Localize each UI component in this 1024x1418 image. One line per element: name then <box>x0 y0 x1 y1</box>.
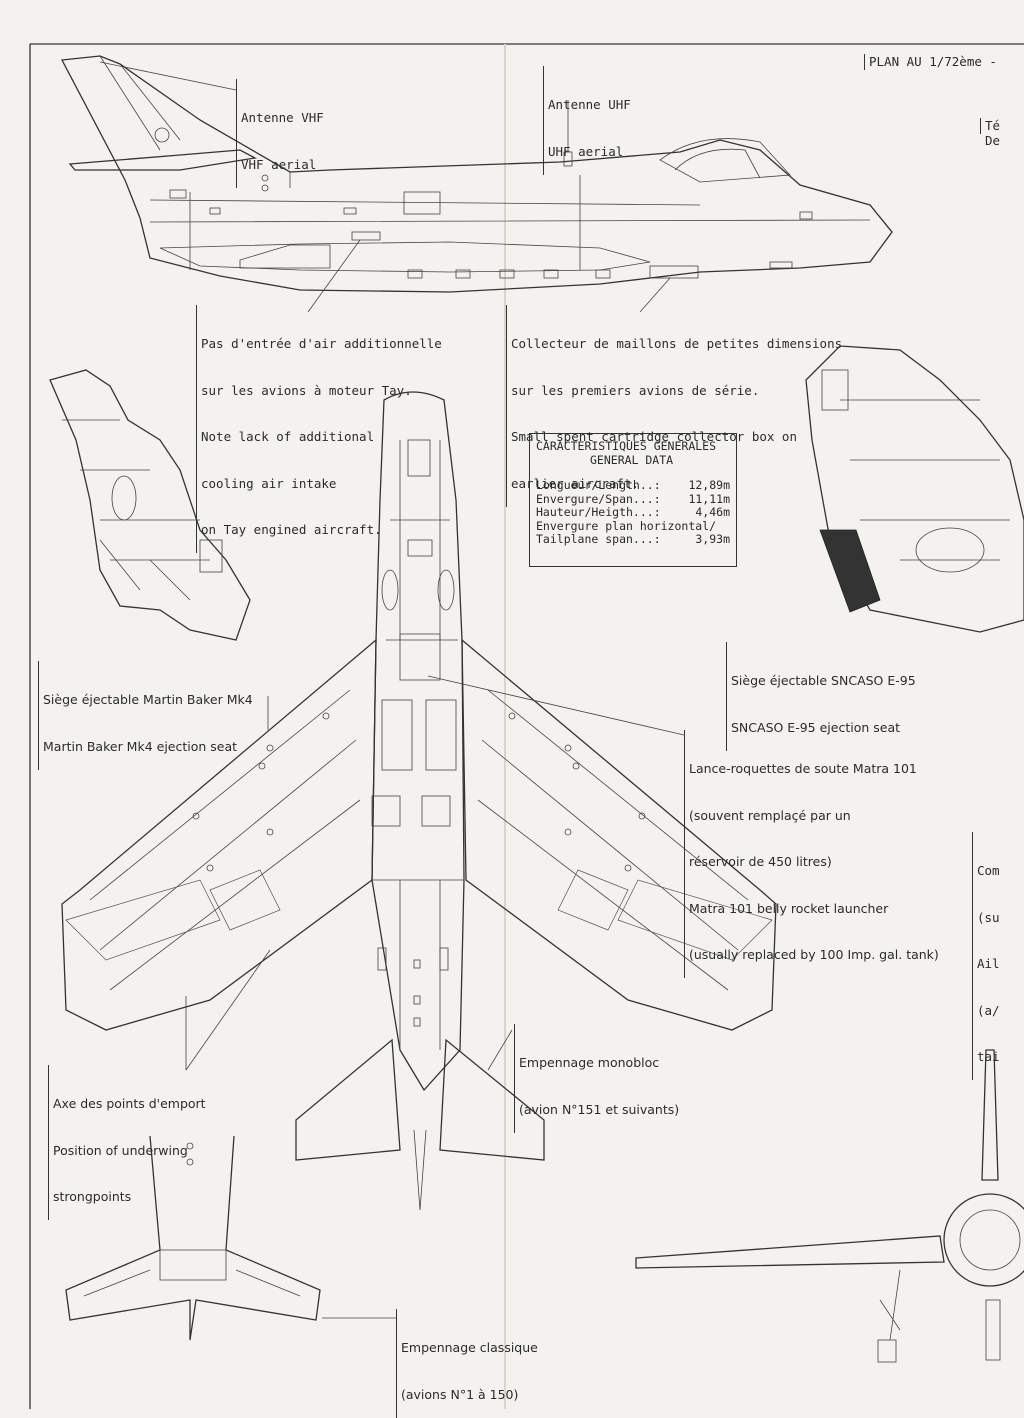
cut-text-right-1: Té <box>980 118 1000 134</box>
general-data-title-fr: CARACTERISTIQUES GENERALES <box>536 439 717 453</box>
uhf-en: UHF aerial <box>548 143 624 159</box>
mb-seat-line: Siège éjectable Martin Baker Mk4 <box>43 692 253 707</box>
collector-line: sur les premiers avions de série. <box>511 382 760 398</box>
collector-line: earlier aircraft. <box>511 475 639 491</box>
sncaso-seat-label: Siège éjectable SNCASO E-95 SNCASO E-95 … <box>726 642 916 751</box>
data-label: Longueur/Length..: <box>536 478 661 492</box>
sncaso-seat-line: Siège éjectable SNCASO E-95 <box>731 673 916 688</box>
monobloc-tail-note: Empennage monobloc (avion N°151 et suiva… <box>514 1024 679 1133</box>
cut-line: (su <box>977 909 1000 925</box>
classic-tail-view <box>65 1135 396 1341</box>
data-value: 12,89m <box>688 478 730 492</box>
collector-line: Collecteur de maillons de petites dimens… <box>511 336 843 351</box>
classic-line: (avions N°1 à 150) <box>401 1386 519 1402</box>
classic-line: Empennage classique <box>401 1340 538 1355</box>
rocket-launcher-note: Lance-roquettes de soute Matra 101 (souv… <box>684 730 939 978</box>
classic-tail-note: Empennage classique (avions N°1 à 150) <box>396 1309 538 1418</box>
vhf-fr: Antenne VHF <box>241 110 324 125</box>
vhf-en: VHF aerial <box>241 156 317 172</box>
rocket-line: (souvent remplaçé par un <box>689 807 851 823</box>
uhf-aerial-label: Antenne UHF UHF aerial <box>543 66 631 175</box>
rocket-line: Lance-roquettes de soute Matra 101 <box>689 761 917 776</box>
general-data-box: CARACTERISTIQUES GENERALES GENERAL DATA … <box>529 433 737 567</box>
top-view <box>61 391 777 1211</box>
mb-seat-line: Martin Baker Mk4 ejection seat <box>43 738 238 754</box>
data-row-tailplane: Tailplane span...: 3,93m <box>536 532 730 547</box>
monobloc-line: Empennage monobloc <box>519 1055 660 1070</box>
data-value: 4,46m <box>695 505 730 519</box>
data-value: 11,11m <box>688 491 730 506</box>
air-intake-line: cooling air intake <box>201 475 337 491</box>
martin-baker-seat <box>49 369 251 641</box>
data-label: Hauteur/Heigth...: <box>536 505 661 519</box>
rocket-line: Matra 101 belly rocket launcher <box>689 900 889 916</box>
air-intake-line: Pas d'entrée d'air additionnelle <box>201 336 442 351</box>
front-view <box>635 1049 1024 1363</box>
air-intake-note: Pas d'entrée d'air additionnelle sur les… <box>196 305 442 553</box>
strongpoints-note: Axe des points d'emport Position of unde… <box>48 1065 206 1220</box>
air-intake-line: sur les avions à moteur Tay. <box>201 382 412 398</box>
strongpoints-line: Position of underwing <box>53 1142 188 1158</box>
cut-text-right-mid: Com (su Ail (a/ tai <box>972 832 1000 1080</box>
strongpoints-line: strongpoints <box>53 1189 132 1204</box>
uhf-fr: Antenne UHF <box>548 97 631 112</box>
cut-line: (a/ <box>977 1002 1000 1018</box>
strongpoints-line: Axe des points d'emport <box>53 1096 206 1111</box>
air-intake-line: Note lack of additional <box>201 429 375 444</box>
vhf-aerial-label: Antenne VHF VHF aerial <box>236 79 324 188</box>
data-row-span: Envergure/Span...: 11,11m <box>536 491 730 507</box>
cut-line: Com <box>977 863 1000 878</box>
scale-note: PLAN AU 1/72ème - <box>864 54 997 70</box>
sncaso-seat <box>805 345 1024 633</box>
martin-baker-seat-label: Siège éjectable Martin Baker Mk4 Martin … <box>38 661 253 770</box>
data-row-tailplane-header: Envergure plan horizontal/ <box>536 518 730 534</box>
data-label: Envergure plan horizontal/ <box>536 518 717 533</box>
data-label: Tailplane span...: <box>536 532 661 546</box>
data-row-height: Hauteur/Heigth...: 4,46m <box>536 505 730 520</box>
collector-line: Small spent cartridge collector box on <box>511 429 797 444</box>
cut-line: tai <box>977 1049 1000 1064</box>
monobloc-line: (avion N°151 et suivants) <box>519 1101 680 1117</box>
rocket-line: (usually replaced by 100 Imp. gal. tank) <box>689 947 939 962</box>
sncaso-seat-line: SNCASO E-95 ejection seat <box>731 719 901 735</box>
rocket-line: réservoir de 450 litres) <box>689 854 832 869</box>
side-view <box>60 55 893 313</box>
data-row-length: Longueur/Length..: 12,89m <box>536 478 730 493</box>
collector-note: Collecteur de maillons de petites dimens… <box>506 305 842 507</box>
data-value: 3,93m <box>695 532 730 546</box>
cut-line: Ail <box>977 956 1000 971</box>
cut-text-right-2: De <box>985 133 1001 148</box>
data-label: Envergure/Span...: <box>536 491 661 506</box>
general-data-title-en: GENERAL DATA <box>590 452 674 467</box>
air-intake-line: on Tay engined aircraft. <box>201 522 382 537</box>
